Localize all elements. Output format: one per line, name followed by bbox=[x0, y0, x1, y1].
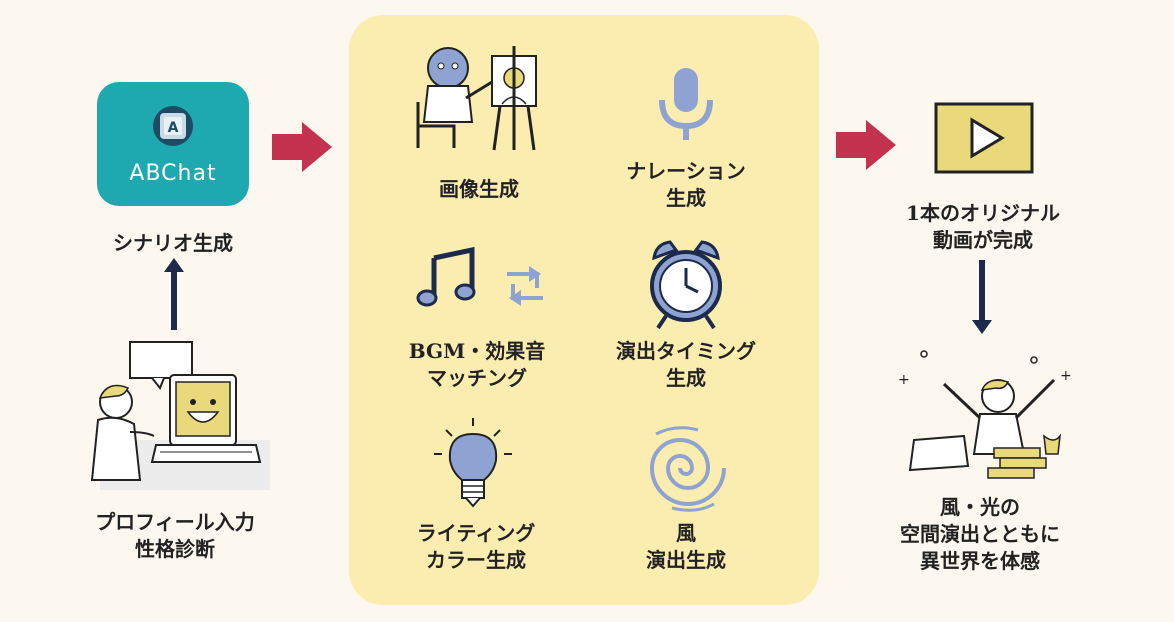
celebration-icon: + + bbox=[898, 350, 1072, 479]
wind-line-1: 風 bbox=[676, 521, 696, 545]
experience-line-1: 風・光の bbox=[940, 495, 1020, 519]
lighting-label: ライティング カラー生成 bbox=[396, 520, 556, 574]
image-label: 画像生成 bbox=[404, 176, 554, 203]
microphone-icon bbox=[659, 68, 713, 140]
loop-icon bbox=[507, 266, 543, 306]
timing-label: 演出タイミング 生成 bbox=[606, 338, 766, 392]
image-line-1: 画像生成 bbox=[439, 177, 519, 201]
lighting-line-1: ライティング bbox=[416, 521, 536, 545]
light-bulb-icon bbox=[434, 418, 512, 508]
music-note-icon bbox=[416, 246, 476, 307]
wind-swirl-icon bbox=[649, 426, 726, 512]
svg-text:+: + bbox=[898, 372, 910, 388]
app-icon: A bbox=[153, 106, 193, 146]
timing-line-2: 生成 bbox=[666, 366, 706, 390]
down-arrow-icon bbox=[972, 260, 992, 334]
abchat-app-icon[interactable]: A ABChat bbox=[97, 82, 249, 206]
lighting-line-2: カラー生成 bbox=[426, 548, 526, 572]
experience-line-3: 異世界を体感 bbox=[920, 549, 1040, 573]
svg-text:+: + bbox=[1060, 368, 1072, 384]
right-arrow-icon bbox=[272, 122, 332, 172]
experience-label: 風・光の 空間演出とともに 異世界を体感 bbox=[868, 494, 1092, 575]
input-line-1: プロフィール入力 bbox=[95, 510, 255, 534]
bgm-label: BGM・効果音 マッチング bbox=[384, 338, 570, 392]
up-arrow-icon bbox=[164, 258, 184, 330]
play-video-icon bbox=[934, 102, 1034, 174]
bgm-line-1: BGM・効果音 bbox=[408, 339, 546, 363]
app-name: ABChat bbox=[129, 161, 217, 186]
video-line-1: 1本のオリジナル bbox=[906, 201, 1060, 225]
right-arrow-icon bbox=[836, 120, 896, 170]
wind-label: 風 演出生成 bbox=[611, 520, 761, 574]
experience-line-2: 空間演出とともに bbox=[900, 522, 1060, 546]
app-badge-letter: A bbox=[168, 120, 179, 136]
user-computer-icon bbox=[90, 341, 270, 490]
timing-line-1: 演出タイミング bbox=[616, 339, 756, 363]
wind-line-2: 演出生成 bbox=[646, 548, 726, 572]
bgm-line-2: マッチング bbox=[427, 366, 527, 390]
narration-line-2: 生成 bbox=[666, 186, 706, 210]
scenario-label: シナリオ生成 bbox=[80, 230, 266, 257]
input-line-2: 性格診断 bbox=[135, 537, 215, 561]
narration-label: ナレーション 生成 bbox=[611, 158, 761, 212]
narration-line-1: ナレーション bbox=[626, 159, 746, 183]
input-label: プロフィール入力 性格診断 bbox=[60, 509, 290, 563]
video-label: 1本のオリジナル 動画が完成 bbox=[878, 200, 1088, 254]
painter-robot-icon bbox=[416, 46, 537, 151]
video-line-2: 動画が完成 bbox=[933, 228, 1033, 252]
scenario-line-1: シナリオ生成 bbox=[113, 231, 233, 255]
alarm-clock-icon bbox=[650, 240, 722, 330]
